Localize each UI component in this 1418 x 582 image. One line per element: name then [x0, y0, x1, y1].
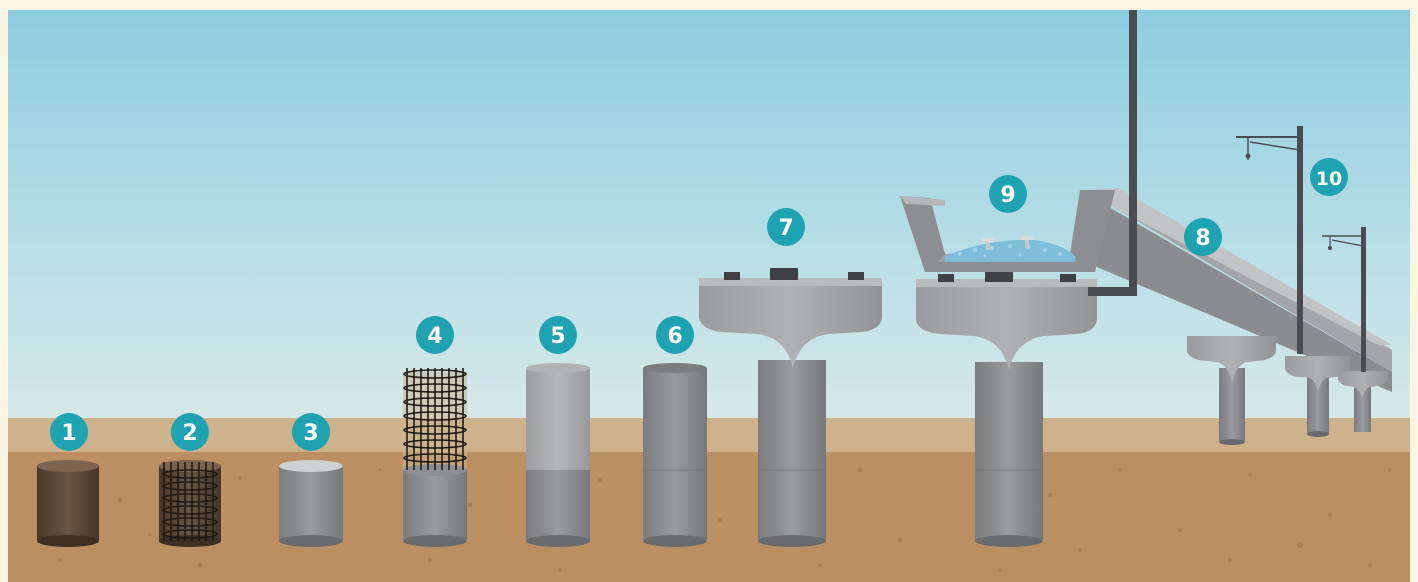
step-badge-9-label: 9 — [1000, 183, 1015, 208]
step-badge-4: 4 — [416, 316, 454, 354]
step-7-pier-cap — [699, 268, 882, 547]
near-ground — [8, 452, 1410, 582]
step-badge-1: 1 — [50, 413, 88, 451]
step-1-bored-hole — [37, 460, 99, 547]
step-badge-3: 3 — [292, 413, 330, 451]
step-badge-4-label: 4 — [427, 324, 442, 349]
step-badge-5-label: 5 — [550, 324, 565, 349]
step-4-column-rebar — [403, 368, 467, 547]
step-5-column-formwork — [526, 363, 590, 547]
step-badge-7-label: 7 — [778, 216, 793, 241]
step-badge-10: 10 — [1310, 158, 1348, 196]
step-8-9-viaduct — [900, 10, 1392, 547]
step-badge-5: 5 — [539, 316, 577, 354]
step-badge-2: 2 — [171, 413, 209, 451]
step-6-finished-column — [643, 363, 707, 547]
step-badge-7: 7 — [767, 208, 805, 246]
step-badge-10-label: 10 — [1316, 168, 1342, 190]
step-10-catenary-masts — [1236, 126, 1366, 372]
step-badge-6-label: 6 — [667, 324, 682, 349]
step-badge-6: 6 — [656, 316, 694, 354]
step-badge-8-label: 8 — [1195, 226, 1210, 251]
step-badge-2-label: 2 — [182, 421, 197, 446]
step-badge-9: 9 — [989, 175, 1027, 213]
step-3-concrete-pile — [279, 460, 343, 547]
step-badge-8: 8 — [1184, 218, 1222, 256]
step-badge-3-label: 3 — [303, 421, 318, 446]
step-2-rebar-cage-in-hole — [159, 460, 221, 547]
step-badge-1-label: 1 — [61, 421, 76, 446]
